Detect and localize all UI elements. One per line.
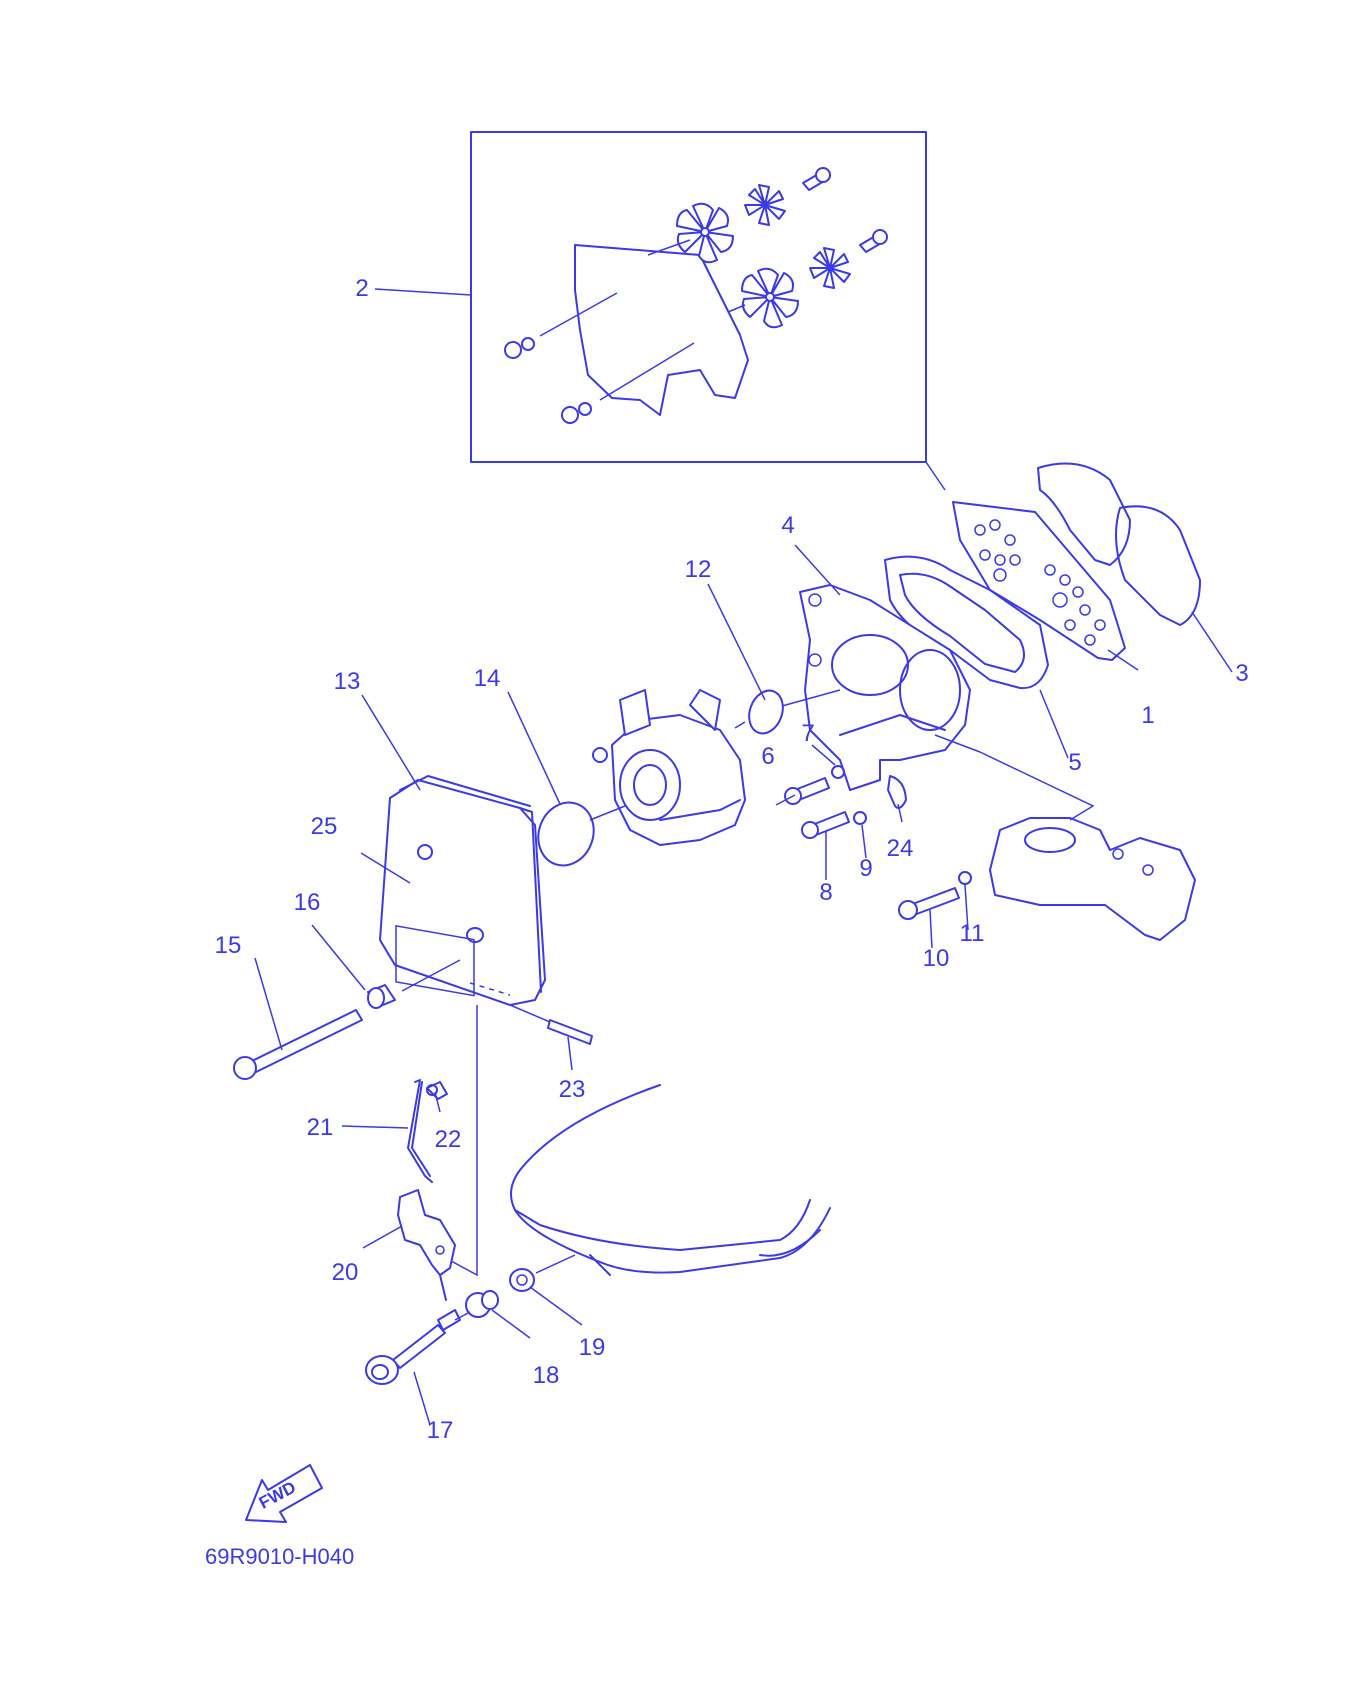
- collar-16: [367, 984, 396, 1009]
- carburetor: [592, 689, 746, 846]
- intake-manifold-4: [799, 584, 971, 791]
- callout-15: 15: [215, 932, 242, 959]
- washer-7: [831, 765, 845, 779]
- callout-16: 16: [294, 889, 321, 916]
- callout-18: 18: [533, 1362, 560, 1389]
- clip-24: [887, 775, 907, 809]
- callout-23: 23: [559, 1076, 586, 1103]
- callout-4: 4: [781, 512, 794, 539]
- pin-23: [547, 1019, 593, 1045]
- grommet-18: [465, 1290, 499, 1318]
- bolt-6: [784, 777, 830, 805]
- bolt-8: [801, 811, 850, 839]
- callout-22: 22: [435, 1126, 462, 1153]
- callout-8: 8: [819, 879, 832, 906]
- bolt-10: [898, 887, 960, 920]
- callout-12: 12: [685, 556, 712, 583]
- callout-24: 24: [887, 835, 914, 862]
- knob-17: [365, 1309, 461, 1385]
- reed-plate-1: [952, 501, 1126, 661]
- diagram-code: 69R9010-H040: [205, 1544, 354, 1569]
- callout-11: 11: [960, 920, 985, 947]
- callout-leaders: [254, 288, 1233, 1426]
- bracket: [934, 734, 1196, 941]
- callout-17: 17: [427, 1417, 454, 1444]
- callout-2: 2: [355, 275, 368, 302]
- callout-7: 7: [801, 720, 814, 747]
- callout-6: 6: [761, 743, 774, 770]
- callout-5: 5: [1068, 749, 1081, 776]
- o-ring-12: [748, 689, 784, 735]
- lever-20: [397, 1189, 456, 1301]
- bolt-15: [233, 1009, 363, 1080]
- callout-21: 21: [307, 1114, 334, 1141]
- o-ring-14: [537, 801, 595, 867]
- silencer-13: [379, 775, 546, 1006]
- washer-9: [853, 811, 867, 825]
- callout-14: 14: [474, 665, 501, 692]
- bottom-cowling: [510, 1084, 831, 1276]
- callout-19: 19: [579, 1334, 606, 1361]
- callout-10: 10: [923, 945, 950, 972]
- washer-11: [958, 871, 972, 885]
- callout-1: 1: [1141, 702, 1154, 729]
- callout-25: 25: [311, 813, 338, 840]
- callout-numbers: 1 2 3 4 5 6 7 8 9 10 11 12 13 14 15 16 1…: [215, 275, 1249, 1444]
- grommet-19: [509, 1254, 576, 1292]
- callout-20: 20: [332, 1259, 359, 1286]
- callout-13: 13: [334, 668, 361, 695]
- gasket-3: [1037, 462, 1201, 626]
- fwd-arrow: FWD: [245, 1464, 323, 1523]
- link-rod-21: [407, 1079, 448, 1183]
- callout-3: 3: [1235, 660, 1248, 687]
- reed-valve-inset: [470, 131, 946, 491]
- callout-9: 9: [859, 855, 872, 882]
